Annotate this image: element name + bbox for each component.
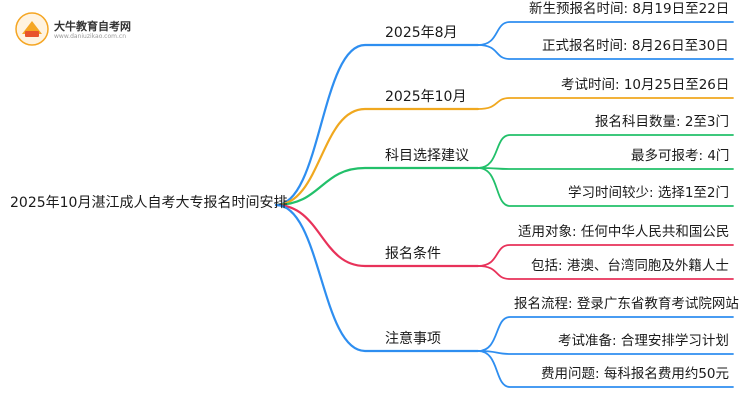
leaf-label: 考试准备: 合理安排学习计划 bbox=[558, 333, 729, 349]
leaf-label: 考试时间: 10月25日至26日 bbox=[561, 77, 730, 93]
branch-label: 2025年8月 bbox=[385, 25, 458, 41]
leaf-label: 正式报名时间: 8月26日至30日 bbox=[542, 38, 729, 54]
leaf-connector bbox=[477, 350, 734, 388]
branch-label: 2025年10月 bbox=[385, 89, 467, 105]
leaf-label: 新生预报名时间: 8月19日至22日 bbox=[529, 1, 730, 17]
leaf-label: 学习时间较少: 选择1至2门 bbox=[568, 185, 730, 201]
leaf-connector bbox=[477, 265, 734, 280]
branch-label: 报名条件 bbox=[385, 246, 441, 262]
site-logo[interactable]: 大牛教育自考网 www.daniuzikao.com.cn bbox=[14, 12, 154, 46]
leaf-label: 费用问题: 每科报名费用约50元 bbox=[541, 366, 730, 382]
logo-url: www.daniuzikao.com.cn bbox=[54, 33, 126, 40]
leaf-label: 包括: 港澳、台湾同胞及外籍人士 bbox=[531, 258, 729, 274]
leaf-connector bbox=[477, 167, 734, 170]
leaf-connector bbox=[477, 350, 734, 355]
leaf-connector bbox=[477, 167, 734, 207]
root-topic: 2025年10月湛江成人自考大专报名时间安排 bbox=[10, 195, 288, 211]
leaf-connector bbox=[477, 21, 734, 46]
leaf-label: 报名科目数量: 2至3门 bbox=[595, 114, 730, 130]
leaf-label: 报名流程: 登录广东省教育考试院网站 bbox=[514, 296, 739, 312]
leaf-label: 最多可报考: 4门 bbox=[631, 148, 730, 164]
leaf-connector bbox=[477, 44, 734, 60]
branch-connector bbox=[274, 166, 480, 207]
branch-label: 注意事项 bbox=[385, 331, 441, 347]
branch-connector bbox=[274, 203, 480, 353]
logo-name: 大牛教育自考网 bbox=[54, 20, 131, 33]
branch-connector bbox=[274, 107, 480, 207]
leaf-connector bbox=[477, 244, 734, 267]
branch-connector bbox=[274, 43, 480, 207]
leaf-connector bbox=[477, 316, 734, 352]
branch-label: 科目选择建议 bbox=[385, 148, 469, 164]
leaf-connector bbox=[477, 97, 734, 110]
book-icon bbox=[15, 12, 49, 46]
branch-connector bbox=[274, 203, 480, 268]
leaf-connector bbox=[477, 134, 734, 169]
leaf-label: 适用对象: 任何中华人民共和国公民 bbox=[518, 224, 730, 240]
